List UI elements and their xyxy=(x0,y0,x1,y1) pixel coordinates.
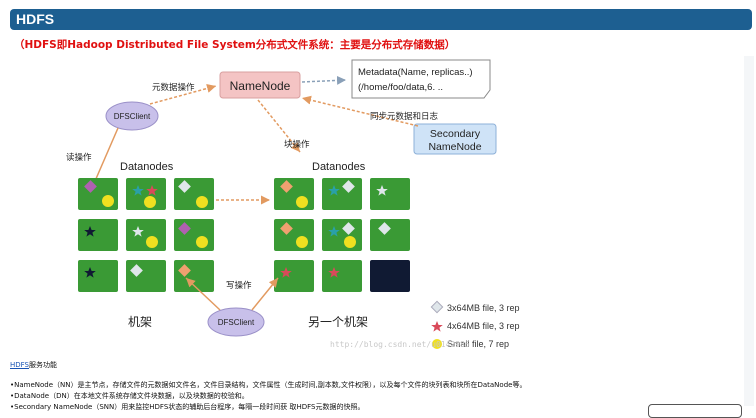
datanodes-right-heading: Datanodes xyxy=(312,161,366,173)
legend-label-1: 3x64MB file, 3 rep xyxy=(447,303,520,313)
dfsclient-top-label: DFSClient xyxy=(114,112,151,121)
circle-icon xyxy=(196,196,208,208)
block-markers-right xyxy=(280,180,391,278)
star-icon xyxy=(84,226,96,237)
hdfs-architecture-diagram: NameNode Metadata(Name, replicas..) (/ho… xyxy=(66,59,520,349)
hdfs-service-line: HDFS服务功能 xyxy=(10,360,57,370)
circle-icon xyxy=(146,236,158,248)
rack-left-label: 机架 xyxy=(128,315,152,329)
star-icon xyxy=(146,185,158,196)
diamond-icon xyxy=(130,264,143,277)
datanode-cell-dark xyxy=(370,260,410,292)
right-rack xyxy=(274,178,410,292)
secondary-line-1: Secondary xyxy=(430,128,481,140)
subtitle: （HDFS即Hadoop Distributed File System分布式文… xyxy=(14,39,456,51)
diamond-icon xyxy=(280,222,293,235)
header-bar: HDFS xyxy=(10,9,752,30)
diamond-icon xyxy=(178,180,191,193)
datanode-cell xyxy=(322,260,362,292)
star-icon xyxy=(132,226,144,237)
block-op-arrow xyxy=(257,99,301,153)
datanode-cell xyxy=(174,260,214,292)
star-icon xyxy=(84,267,96,278)
star-icon xyxy=(328,226,340,237)
datanode-cell xyxy=(322,178,362,210)
datanode-cell xyxy=(126,260,166,292)
star-icon xyxy=(132,185,144,196)
datanode-cell xyxy=(78,219,118,251)
datanode-description: •DataNode（DN）在本地文件系统存储文件块数据，以及块数据的校验和。 xyxy=(10,392,249,400)
datanode-cell xyxy=(78,260,118,292)
circle-icon xyxy=(344,236,356,248)
star-icon xyxy=(280,267,292,278)
block-markers-left xyxy=(84,180,208,278)
datanode-cell xyxy=(370,219,410,251)
datanode-cell xyxy=(174,219,214,251)
write-op-label: 写操作 xyxy=(226,280,252,291)
secondary-namenode-description: •Secondary NameNode（SNN）用来监控HDFS状态的辅助后台程… xyxy=(10,403,365,411)
star-icon xyxy=(431,321,443,332)
diamond-icon xyxy=(178,222,191,235)
circle-icon xyxy=(296,196,308,208)
circle-icon xyxy=(196,236,208,248)
datanode-cell xyxy=(370,178,410,210)
diamond-icon xyxy=(378,222,391,235)
metadata-line-1: Metadata(Name, replicas..) xyxy=(358,67,473,78)
metadata-op-label: 元数据操作 xyxy=(152,82,195,93)
hdfs-link[interactable]: HDFS xyxy=(10,361,30,369)
legend: 3x64MB file, 3 rep 4x64MB file, 3 rep Sm… xyxy=(430,300,520,349)
corner-widget[interactable] xyxy=(648,404,742,418)
write-op-arrow xyxy=(185,277,221,311)
diamond-icon xyxy=(430,300,444,314)
metadata-op-arrow xyxy=(149,84,217,105)
diamond-icon xyxy=(280,180,293,193)
left-rack xyxy=(78,178,214,292)
secondary-line-2: NameNode xyxy=(428,141,481,153)
circle-icon xyxy=(296,236,308,248)
diamond-icon xyxy=(84,180,97,193)
datanode-cell xyxy=(274,178,314,210)
legend-label-2: 4x64MB file, 3 rep xyxy=(447,321,520,331)
circle-icon xyxy=(102,195,114,207)
namenode-to-metadata-arrow xyxy=(301,75,347,85)
dfsclient-bottom xyxy=(207,307,265,337)
scrollbar-track[interactable] xyxy=(744,56,754,406)
star-icon xyxy=(376,185,388,196)
datanode-cell xyxy=(274,260,314,292)
diamond-icon xyxy=(342,180,355,193)
circle-icon xyxy=(144,196,156,208)
namenode-label: NameNode xyxy=(230,79,291,93)
datanodes-left-heading: Datanodes xyxy=(120,161,174,173)
read-op-label: 读操作 xyxy=(66,152,92,163)
datanode-cell xyxy=(322,219,362,251)
namenode-box xyxy=(219,71,301,99)
star-icon xyxy=(328,267,340,278)
diamond-icon xyxy=(342,222,355,235)
legend-label-3: Small file, 7 rep xyxy=(447,339,509,349)
hdfs-service-suffix: 服务功能 xyxy=(29,361,58,369)
secondary-namenode-box xyxy=(413,123,497,155)
sync-label: 同步元数据和日志 xyxy=(370,111,439,122)
header-title: HDFS xyxy=(16,11,55,27)
rack-right-label: 另一个机架 xyxy=(308,315,368,329)
dfsclient-bottom-label: DFSClient xyxy=(218,318,255,327)
watermark-text: http://blog.csdn.net/u0142986 xyxy=(330,340,470,349)
namenode-description: •NameNode（NN）是主节点，存储文件的元数据如文件名，文件目录结构，文件… xyxy=(10,381,527,389)
dfsclient-top xyxy=(105,101,159,131)
circle-icon xyxy=(432,339,442,349)
star-icon xyxy=(328,185,340,196)
datanode-cell xyxy=(126,219,166,251)
diamond-icon xyxy=(178,264,191,277)
block-op-label: 块操作 xyxy=(284,139,310,150)
datanode-cell xyxy=(274,219,314,251)
metadata-note xyxy=(351,59,491,99)
metadata-line-2: (/home/foo/data,6. .. xyxy=(358,82,443,93)
write-op-arrow-right xyxy=(251,277,279,311)
datanode-cell xyxy=(174,178,214,210)
